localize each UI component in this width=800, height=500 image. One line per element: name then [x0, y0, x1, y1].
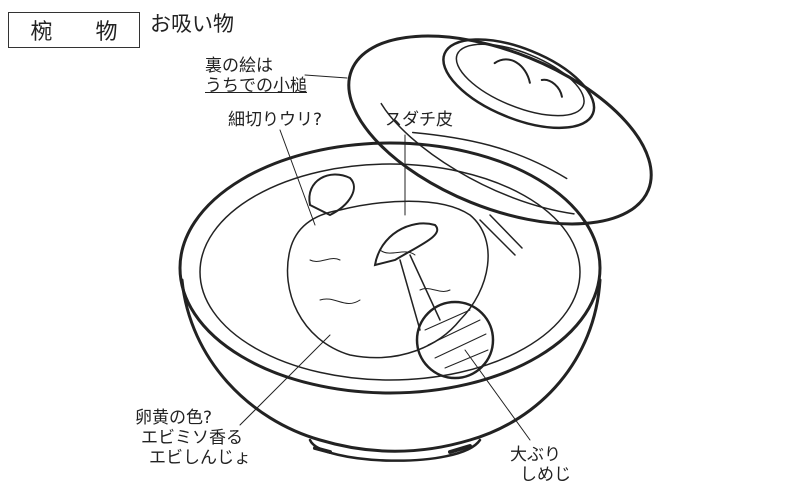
label-shinjo: 卵黄の色? エビミソ香る エビしんじょ: [135, 408, 251, 468]
label-line: 裏の絵は: [205, 56, 273, 76]
title-box: 椀 物: [8, 12, 140, 48]
shimeji: [308, 173, 523, 380]
bowl: [178, 141, 602, 462]
label-melon: 細切りウリ?: [228, 110, 323, 130]
title-box-left: 椀: [30, 20, 53, 45]
title-box-right: 物: [95, 20, 118, 45]
label-line: しめじ: [520, 465, 571, 485]
label-shimeji: 大ぶり しめじ: [510, 445, 571, 485]
label-lid-back: 裏の絵は うちでの小槌: [205, 56, 307, 96]
ebi-shinjo: [286, 200, 489, 359]
label-line: エビしんじょ: [149, 448, 251, 468]
lid: [347, 34, 653, 226]
label-line: うちでの小槌: [205, 76, 307, 96]
label-line: 大ぶり: [510, 445, 561, 465]
leader-lines: [239, 74, 531, 441]
label-sudachi: スダチ皮: [385, 110, 453, 130]
subtitle: お吸い物: [150, 12, 234, 36]
label-line: 卵黄の色?: [135, 408, 213, 428]
label-line: エビミソ香る: [141, 428, 243, 448]
